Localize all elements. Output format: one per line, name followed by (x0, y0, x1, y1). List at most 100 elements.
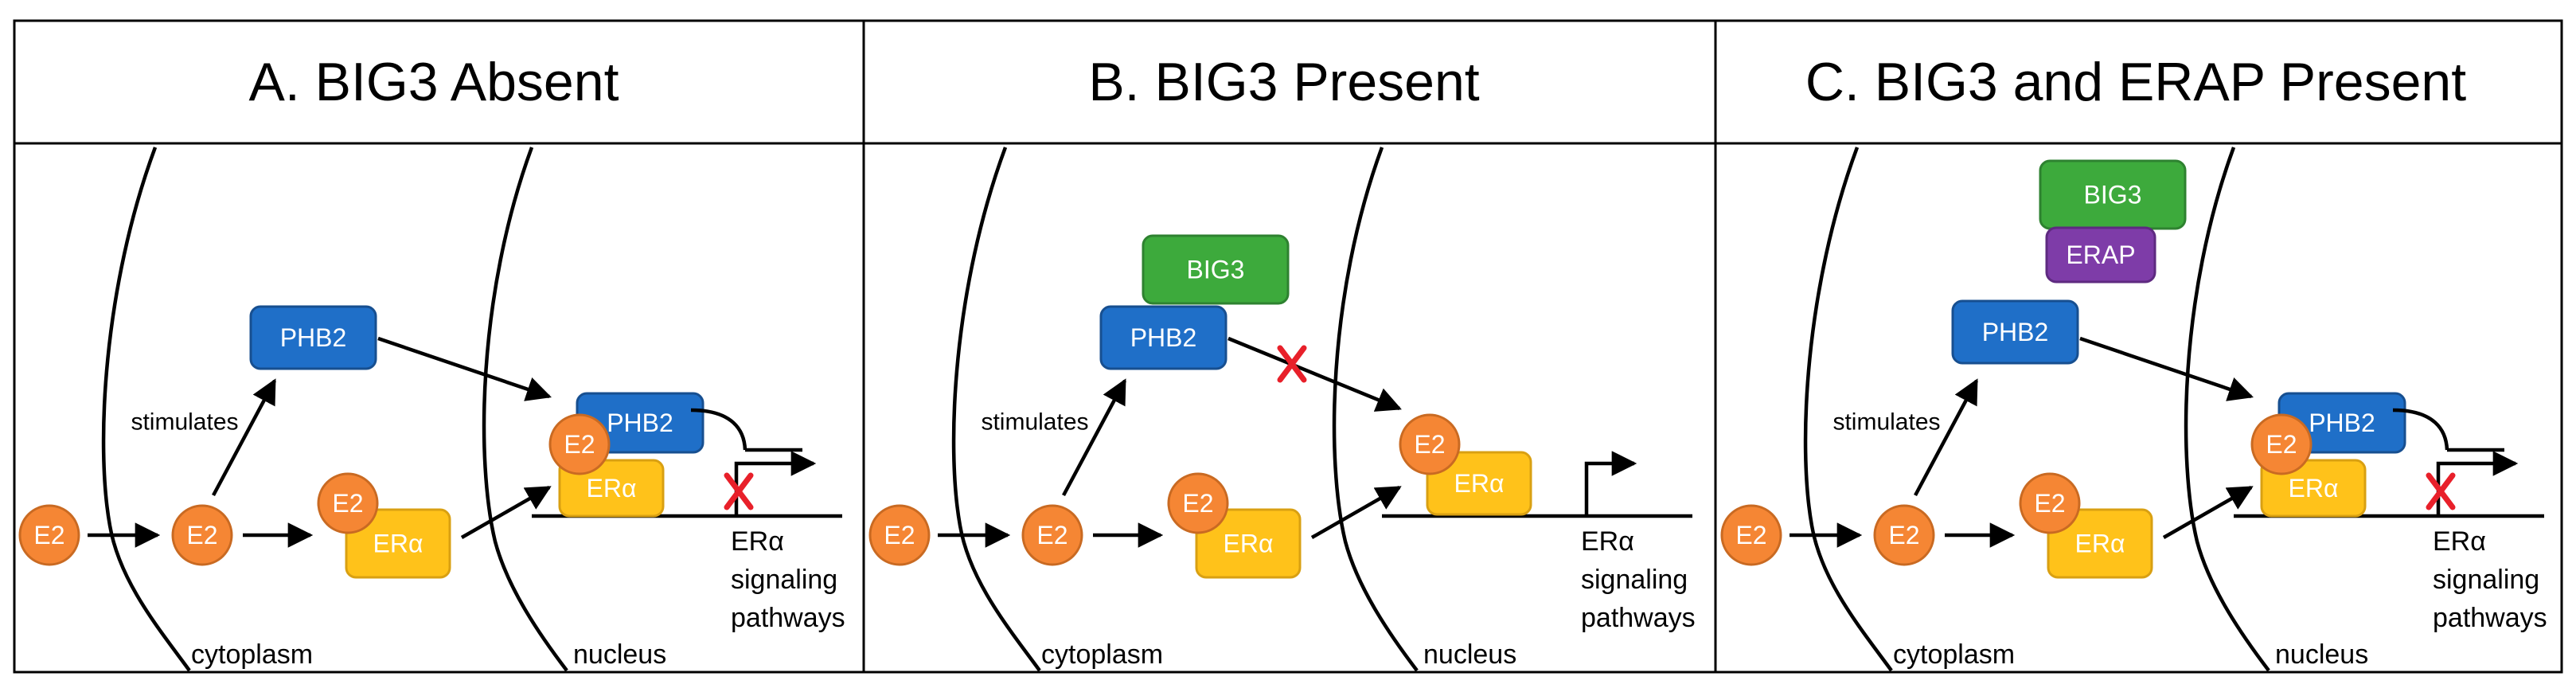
nucleus-label: nucleus (2275, 639, 2368, 670)
e2-nuclear: E2 (2250, 413, 2313, 475)
phb2-box (1099, 305, 1228, 370)
era-complex-label: ERα (1224, 530, 1274, 558)
big3-box (1142, 234, 1290, 305)
era-complex-label: ERα (2075, 530, 2125, 558)
cytoplasm-label: cytoplasm (191, 639, 313, 670)
era-nuclear-label: ERα (587, 474, 637, 502)
transcription-block-x (724, 472, 754, 510)
e2-circle (2019, 472, 2081, 534)
pathway-text-1: signaling (1581, 565, 1688, 595)
e2-outside: E2 (868, 504, 931, 566)
era-translocation-arrow (1310, 486, 1402, 539)
era-complex: ERα (1195, 508, 1302, 579)
transcription-block-x (2426, 472, 2456, 510)
erap: ERAP (2045, 226, 2156, 283)
e2-circle (171, 504, 233, 566)
e2-label: E2 (1735, 521, 1766, 549)
phb2-nuclear-label: PHB2 (607, 409, 673, 437)
phb2: PHB2 (1099, 305, 1228, 370)
phb2-nuclear-label: PHB2 (2309, 409, 2375, 437)
era-complex: ERα (345, 508, 451, 579)
era-translocation-arrow (2162, 486, 2254, 539)
transcription-arrow-active (1584, 451, 1637, 516)
era-translocation-arrow (460, 486, 552, 539)
panel-title: A. BIG3 Absent (249, 52, 619, 112)
x-stroke-2 (724, 472, 754, 510)
nucleus-label: nucleus (1423, 639, 1516, 670)
phb2-label: PHB2 (1130, 323, 1197, 352)
pathway-text-0: ERα (2433, 526, 2486, 557)
e2-outside: E2 (1720, 504, 1782, 566)
panel-title: B. BIG3 Present (1088, 52, 1479, 112)
e2-circle (1167, 472, 1229, 534)
x-stroke-2 (2426, 472, 2456, 510)
era-complex-box (2047, 508, 2153, 579)
era-complex-box (345, 508, 451, 579)
e2-circle (548, 413, 611, 475)
phb2-label: PHB2 (280, 323, 347, 352)
stimulates-label: stimulates (1832, 409, 1940, 436)
big3-label: BIG3 (1187, 256, 1245, 284)
nucleus-membrane (2184, 147, 2270, 672)
pathway-text-2: pathways (731, 603, 845, 633)
era-nuclear-label: ERα (2289, 474, 2339, 502)
e2-label: E2 (564, 430, 595, 459)
erap-box (2045, 226, 2156, 283)
big3: BIG3 (2039, 159, 2187, 230)
era-complex-label: ERα (373, 530, 423, 558)
stimulates-arrow (212, 378, 276, 497)
e2-bound: E2 (1167, 472, 1229, 534)
e2-inside: E2 (1873, 504, 1935, 566)
outer-frame (13, 19, 2563, 674)
cytoplasm-label: cytoplasm (1041, 639, 1163, 670)
e2-outside: E2 (18, 504, 80, 566)
stimulates-label: stimulates (981, 409, 1088, 436)
cytoplasm-label: cytoplasm (1893, 639, 2015, 670)
era-nuclear-box (1426, 451, 1532, 516)
nucleus-membrane (1332, 147, 1419, 672)
pathway-text-1: signaling (731, 565, 837, 595)
e2-label: E2 (884, 521, 915, 549)
e2-nuclear: E2 (1399, 413, 1461, 475)
e2-circle (18, 504, 80, 566)
e2-inside: E2 (1021, 504, 1083, 566)
e2-circle (1399, 413, 1461, 475)
stimulates-arrow (1914, 378, 1978, 497)
repression-curve (2392, 408, 2449, 451)
panel-c: C. BIG3 and ERAP Present cytoplasm nucleus… (1720, 52, 2547, 672)
e2-label: E2 (33, 521, 64, 549)
phb2-translocation-arrow (1228, 336, 1402, 412)
phb2-translocation-arrow (2079, 336, 2254, 401)
e2-circle (1873, 504, 1935, 566)
e2-bound: E2 (317, 472, 379, 534)
phb2-label: PHB2 (1982, 318, 2049, 346)
era-nuclear: ERα (1426, 451, 1532, 516)
e2-label: E2 (1182, 489, 1213, 518)
pathway-text-1: signaling (2433, 565, 2539, 595)
phb2-translocation-arrow (377, 336, 552, 401)
big3: BIG3 (1142, 234, 1290, 305)
era-complex: ERα (2047, 508, 2153, 579)
phb2-box (249, 305, 377, 370)
e2-nuclear: E2 (548, 413, 611, 475)
e2-inside: E2 (171, 504, 233, 566)
cytoplasm-membrane (951, 147, 1041, 672)
erap-label: ERAP (2066, 240, 2135, 269)
stimulates-label: stimulates (131, 409, 238, 436)
e2-label: E2 (1036, 521, 1067, 549)
cytoplasm-membrane (1803, 147, 1893, 672)
phb2-block-x (1277, 345, 1307, 383)
phb2-box (1951, 299, 2079, 365)
pathway-text-0: ERα (731, 526, 784, 557)
e2-circle (1021, 504, 1083, 566)
panel-title: C. BIG3 and ERAP Present (1805, 52, 2466, 112)
e2-label: E2 (186, 521, 217, 549)
e2-circle (317, 472, 379, 534)
pathway-text-0: ERα (1581, 526, 1634, 557)
pathway-text-2: pathways (2433, 603, 2547, 633)
e2-circle (1720, 504, 1782, 566)
nucleus-label: nucleus (573, 639, 666, 670)
